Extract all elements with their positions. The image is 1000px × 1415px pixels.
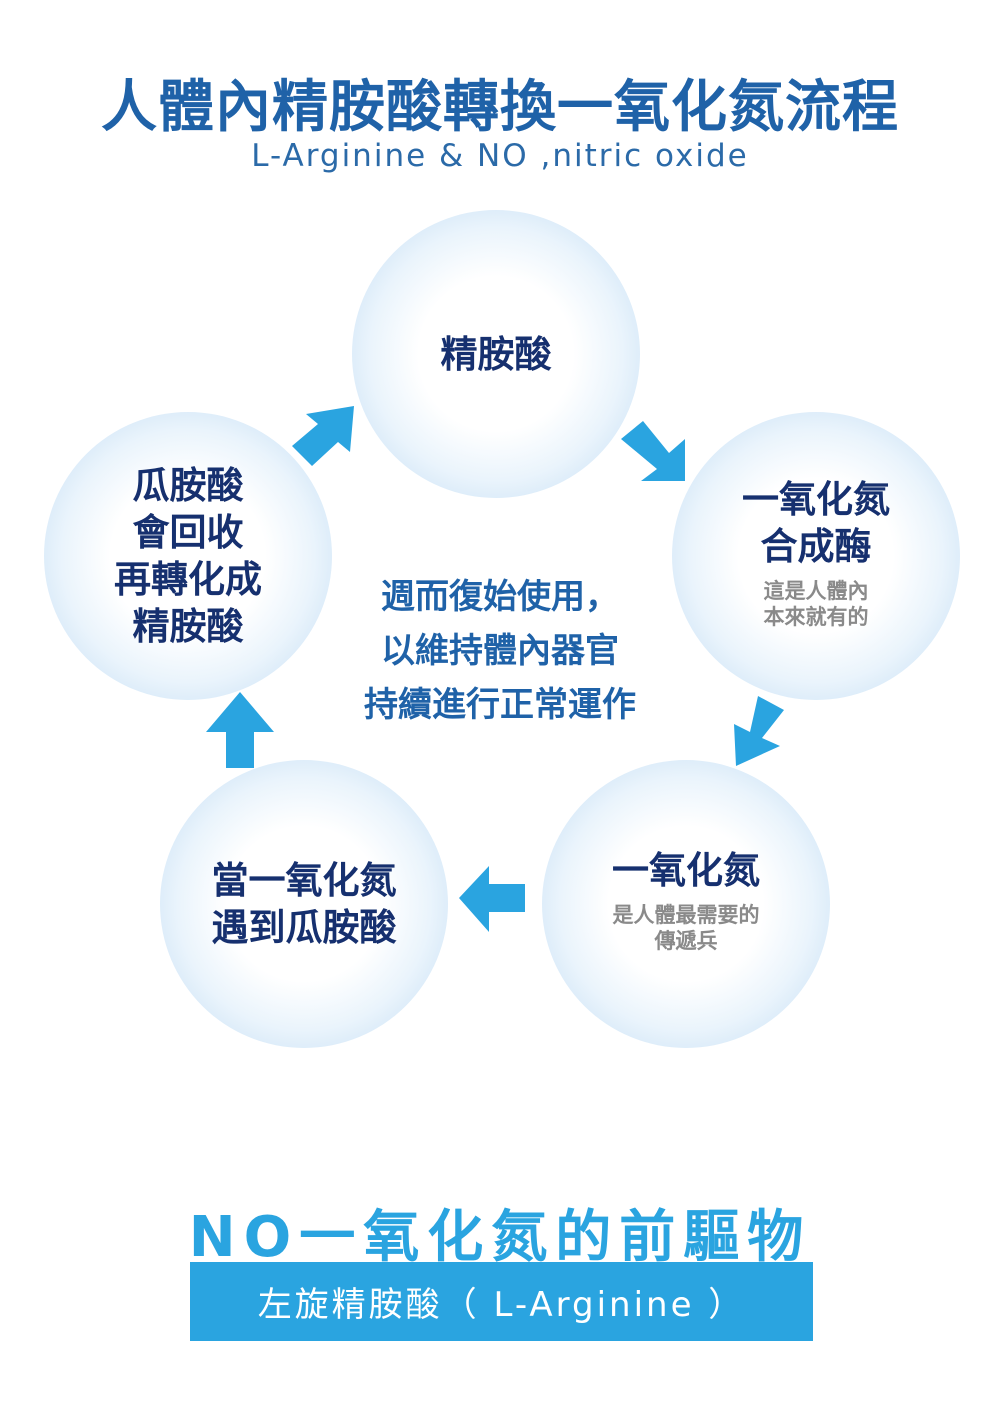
bubble-line: 一氧化氮 bbox=[612, 848, 760, 892]
footer-banner-text: 左旋精胺酸（ L-Arginine ） bbox=[257, 1285, 746, 1325]
bubble-line: 瓜胺酸 bbox=[132, 464, 244, 507]
bubble-arginine: 精胺酸 bbox=[352, 210, 640, 498]
bubble-line: 合成酶 bbox=[760, 525, 872, 568]
footer-banner: 左旋精胺酸（ L-Arginine ） bbox=[190, 1262, 813, 1341]
center-line: 以維持體內器官 bbox=[381, 631, 619, 671]
center-line: 持續進行正常運作 bbox=[364, 685, 636, 725]
bubble-line: 會回收 bbox=[132, 511, 244, 554]
arrow-right-down-icon bbox=[621, 421, 685, 481]
bubble-nitric-oxide-text: 一氧化氮 bbox=[612, 847, 760, 894]
arrow-left-icon bbox=[459, 866, 525, 932]
bubble-line: 當一氧化氮 bbox=[211, 859, 397, 902]
page-subtitle: L-Arginine & NO ,nitric oxide bbox=[251, 138, 749, 174]
bubble-line: 精胺酸 bbox=[440, 332, 552, 376]
center-line: 週而復始使用， bbox=[381, 577, 619, 617]
bubble-note-line: 本來就有的 bbox=[763, 605, 869, 629]
bubble-line: 遇到瓜胺酸 bbox=[211, 906, 397, 949]
page-title: 人體內精胺酸轉換一氧化氮流程 bbox=[101, 75, 899, 140]
bubble-note-line: 這是人體內 bbox=[763, 579, 869, 603]
bubble-citrulline-recycle: 瓜胺酸 會回收 再轉化成 精胺酸 bbox=[44, 412, 332, 700]
bubble-line: 再轉化成 bbox=[114, 558, 262, 601]
bubble-nitric-oxide: 一氧化氮 是人體最需要的 傳遞兵 bbox=[542, 760, 830, 1048]
bubble-nos-enzyme-note: 這是人體內 本來就有的 bbox=[764, 578, 869, 630]
bubble-line: 一氧化氮 bbox=[742, 478, 890, 521]
bubble-nos-enzyme: 一氧化氮 合成酶 這是人體內 本來就有的 bbox=[672, 412, 960, 700]
bubble-nitric-oxide-note: 是人體最需要的 傳遞兵 bbox=[613, 902, 760, 954]
bubble-arginine-text: 精胺酸 bbox=[441, 331, 552, 378]
bubble-line: 精胺酸 bbox=[132, 605, 244, 648]
bubble-note-line: 傳遞兵 bbox=[654, 928, 718, 953]
arrow-up-icon bbox=[206, 692, 274, 768]
bubble-nos-enzyme-text: 一氧化氮 合成酶 bbox=[742, 476, 890, 570]
bubble-no-meets-citrulline: 當一氧化氮 遇到瓜胺酸 bbox=[160, 760, 448, 1048]
arrow-up-right-icon bbox=[292, 406, 354, 466]
bubble-citrulline-recycle-text: 瓜胺酸 會回收 再轉化成 精胺酸 bbox=[114, 462, 262, 650]
bubble-no-meets-citrulline-text: 當一氧化氮 遇到瓜胺酸 bbox=[212, 857, 397, 951]
footer-title: NO一氧化氮的前驅物 bbox=[188, 1205, 812, 1270]
cycle-center-text: 週而復始使用， 以維持體內器官 持續進行正常運作 bbox=[330, 570, 670, 732]
arrow-down-left-icon bbox=[734, 696, 784, 766]
bubble-note-line: 是人體最需要的 bbox=[612, 902, 760, 927]
